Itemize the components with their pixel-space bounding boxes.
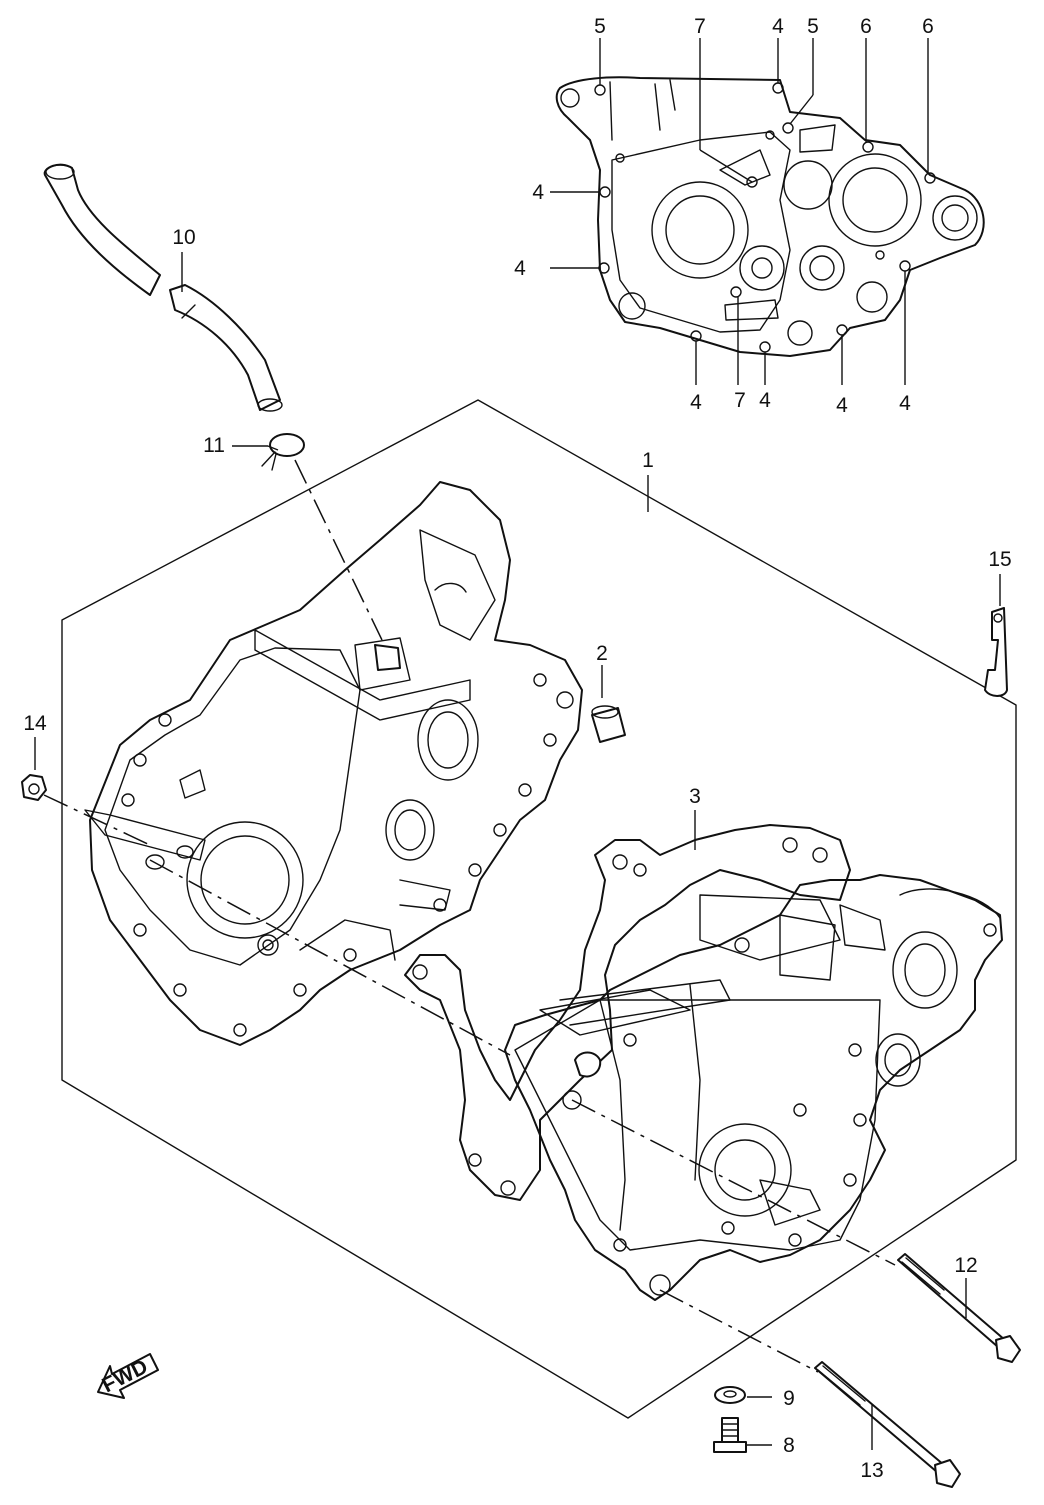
short-bolt xyxy=(713,1417,772,1453)
callout-4: 4 xyxy=(899,392,911,415)
callout-1: 1 xyxy=(642,449,654,472)
callout-5: 5 xyxy=(594,15,606,38)
callout-9: 9 xyxy=(783,1387,795,1410)
drain-nut xyxy=(21,737,47,801)
fwd-label: FWD xyxy=(99,1355,152,1397)
assembly-frame xyxy=(61,399,1017,1419)
long-bolt-12 xyxy=(897,1253,1021,1363)
right-crankcase xyxy=(504,874,1003,1301)
callout-4: 4 xyxy=(836,394,848,417)
callout-4: 4 xyxy=(532,181,544,204)
callout-2: 2 xyxy=(596,642,608,665)
breather-hose xyxy=(43,163,283,412)
callout-8: 8 xyxy=(783,1434,795,1457)
detail-leaders xyxy=(550,38,929,385)
callout-14: 14 xyxy=(23,712,47,735)
callout-13: 13 xyxy=(860,1459,883,1482)
callout-7: 7 xyxy=(734,389,746,412)
callout-12: 12 xyxy=(954,1254,977,1277)
callout-4: 4 xyxy=(514,257,526,280)
washer xyxy=(714,1386,772,1404)
callout-10: 10 xyxy=(172,226,195,249)
callout-labels: 5 7 4 5 6 6 4 4 4 7 4 4 4 10 11 1 15 2 1… xyxy=(23,15,1011,1482)
callout-6: 6 xyxy=(860,15,872,38)
callout-15: 15 xyxy=(988,548,1011,571)
callout-4: 4 xyxy=(772,15,784,38)
callout-6: 6 xyxy=(922,15,934,38)
dowel-pin xyxy=(591,665,626,743)
wire-guide xyxy=(984,574,1008,697)
callout-4: 4 xyxy=(690,391,702,414)
crankcase-gasket xyxy=(404,810,851,1201)
callout-7: 7 xyxy=(694,15,706,38)
callout-3: 3 xyxy=(689,785,701,808)
crankcase-detail-view xyxy=(555,76,985,357)
callout-4: 4 xyxy=(759,389,771,412)
left-crankcase xyxy=(84,481,583,1046)
long-bolt-13 xyxy=(814,1361,961,1488)
callout-5: 5 xyxy=(807,15,819,38)
callout-11: 11 xyxy=(203,434,225,457)
hose-clamp xyxy=(232,433,305,471)
fwd-arrow-icon: FWD xyxy=(97,1353,159,1399)
